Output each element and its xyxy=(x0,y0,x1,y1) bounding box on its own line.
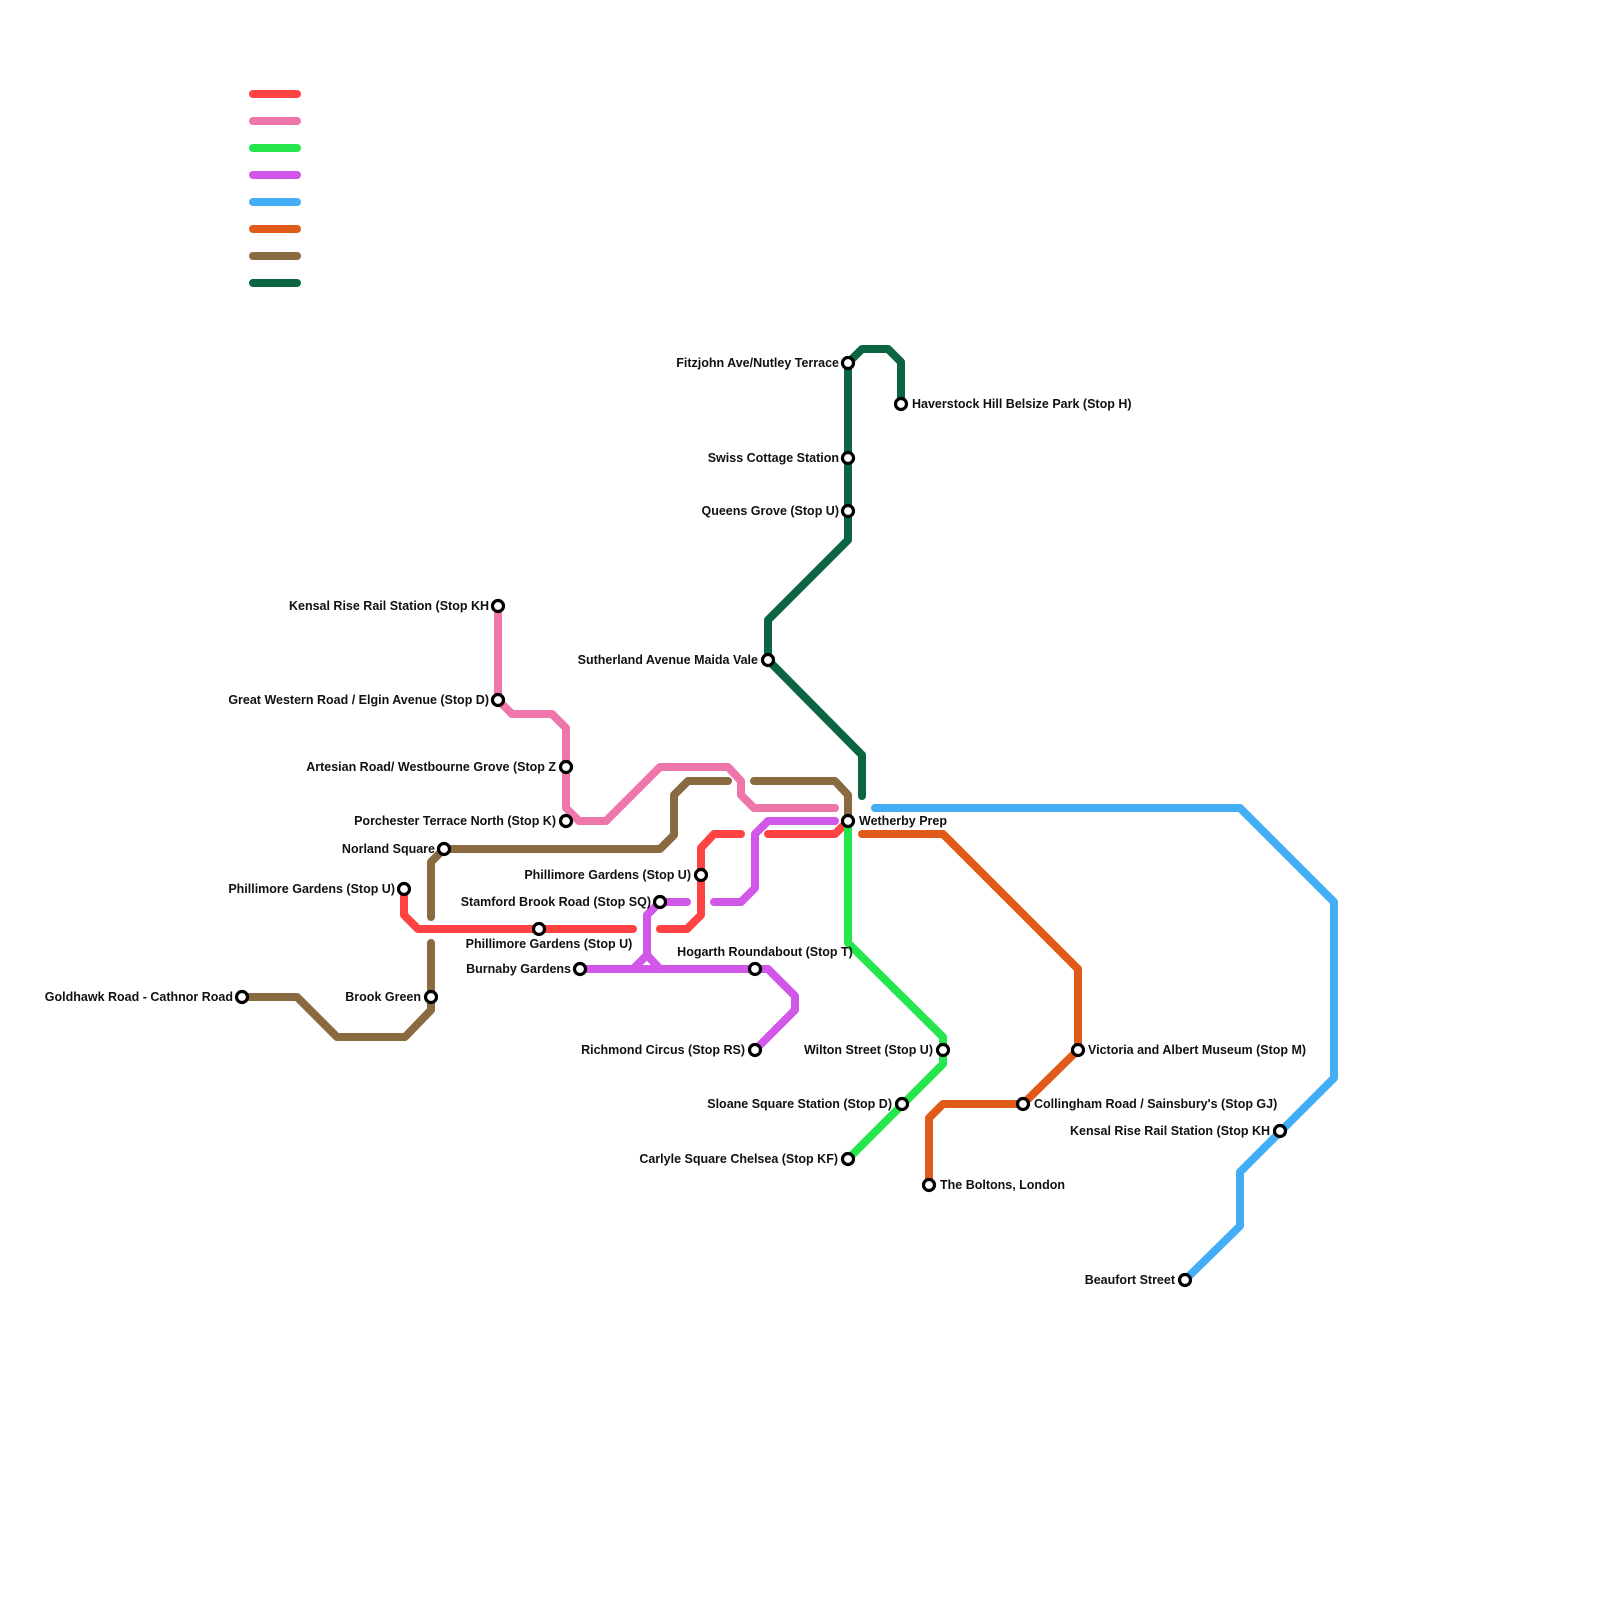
station-label-stamford: Stamford Brook Road (Stop SQ) xyxy=(461,895,651,909)
line-purple-spur xyxy=(629,898,691,973)
station-marker-boltons[interactable] xyxy=(921,1177,937,1193)
route-lines xyxy=(238,345,1338,1284)
station-label-swiss-cottage: Swiss Cottage Station xyxy=(708,451,839,465)
station-label-fitzjohn: Fitzjohn Ave/Nutley Terrace xyxy=(676,356,839,370)
station-label-kensal-rise-west: Kensal Rise Rail Station (Stop KH xyxy=(289,599,489,613)
station-label-boltons: The Boltons, London xyxy=(940,1178,1065,1192)
line-green xyxy=(844,817,947,1163)
line-red-west xyxy=(400,885,637,933)
station-label-kensal-rise-east: Kensal Rise Rail Station (Stop KH xyxy=(1070,1124,1270,1138)
station-label-sutherland: Sutherland Avenue Maida Vale xyxy=(578,653,758,667)
legend xyxy=(249,90,301,287)
station-label-haverstock: Haverstock Hill Belsize Park (Stop H) xyxy=(912,397,1132,411)
station-marker-carlyle[interactable] xyxy=(840,1151,856,1167)
station-label-wetherby: Wetherby Prep xyxy=(859,814,947,828)
station-marker-norland[interactable] xyxy=(436,841,452,857)
station-marker-haverstock[interactable] xyxy=(893,396,909,412)
station-label-goldhawk: Goldhawk Road - Cathnor Road xyxy=(45,990,233,1004)
line-orange xyxy=(858,830,1082,1189)
station-label-richmond: Richmond Circus (Stop RS) xyxy=(581,1043,745,1057)
station-marker-collingham[interactable] xyxy=(1015,1096,1031,1112)
station-label-burnaby: Burnaby Gardens xyxy=(466,962,571,976)
line-blue xyxy=(871,804,1338,1284)
station-marker-hogarth[interactable] xyxy=(747,961,763,977)
station-marker-artesian[interactable] xyxy=(558,759,574,775)
station-marker-brook-green[interactable] xyxy=(423,989,439,1005)
station-marker-stamford[interactable] xyxy=(652,894,668,910)
station-label-sloane: Sloane Square Station (Stop D) xyxy=(707,1097,892,1111)
station-label-wilton: Wilton Street (Stop U) xyxy=(804,1043,933,1057)
station-label-great-western: Great Western Road / Elgin Avenue (Stop … xyxy=(228,693,489,707)
station-marker-swiss-cottage[interactable] xyxy=(840,450,856,466)
station-label-porchester: Porchester Terrace North (Stop K) xyxy=(354,814,556,828)
station-label-phillimore-west: Phillimore Gardens (Stop U) xyxy=(228,882,395,896)
station-marker-victoria-albert[interactable] xyxy=(1070,1042,1086,1058)
station-marker-wilton[interactable] xyxy=(935,1042,951,1058)
line-darkgreen-route xyxy=(764,359,866,800)
station-label-phillimore-bottom: Phillimore Gardens (Stop U) xyxy=(466,937,633,951)
line-pink xyxy=(494,602,839,825)
line-purple-main xyxy=(576,965,799,1054)
station-marker-richmond[interactable] xyxy=(747,1042,763,1058)
station-label-phillimore-central: Phillimore Gardens (Stop U) xyxy=(524,868,691,882)
station-marker-porchester[interactable] xyxy=(558,813,574,829)
station-label-queens-grove: Queens Grove (Stop U) xyxy=(701,504,839,518)
station-marker-burnaby[interactable] xyxy=(572,961,588,977)
station-marker-sloane[interactable] xyxy=(894,1096,910,1112)
line-purple-cross xyxy=(643,951,664,973)
station-label-artesian: Artesian Road/ Westbourne Grove (Stop Z xyxy=(306,760,556,774)
station-marker-great-western[interactable] xyxy=(490,692,506,708)
line-brown-east xyxy=(750,777,852,826)
stations: Fitzjohn Ave/Nutley Terrace Haverstock H… xyxy=(45,355,1306,1288)
station-marker-phillimore-west[interactable] xyxy=(396,881,412,897)
station-marker-kensal-rise-east[interactable] xyxy=(1272,1123,1288,1139)
station-marker-queens-grove[interactable] xyxy=(840,503,856,519)
station-label-collingham: Collingham Road / Sainsbury's (Stop GJ) xyxy=(1034,1097,1277,1111)
station-label-carlyle: Carlyle Square Chelsea (Stop KF) xyxy=(639,1152,838,1166)
station-marker-goldhawk[interactable] xyxy=(234,989,250,1005)
station-label-norland: Norland Square xyxy=(342,842,435,856)
line-darkgreen-branch xyxy=(844,345,905,408)
station-label-hogarth: Hogarth Roundabout (Stop T) xyxy=(677,945,853,959)
station-marker-phillimore-central[interactable] xyxy=(693,867,709,883)
line-brown-mid xyxy=(427,777,732,921)
line-purple-north xyxy=(710,817,839,906)
station-marker-beaufort[interactable] xyxy=(1177,1272,1193,1288)
station-label-brook-green: Brook Green xyxy=(345,990,421,1004)
station-label-beaufort: Beaufort Street xyxy=(1085,1273,1176,1287)
station-marker-fitzjohn[interactable] xyxy=(840,355,856,371)
station-label-victoria-albert: Victoria and Albert Museum (Stop M) xyxy=(1088,1043,1306,1057)
station-marker-phillimore-bottom[interactable] xyxy=(531,921,547,937)
station-marker-sutherland[interactable] xyxy=(760,652,776,668)
station-marker-kensal-rise-west[interactable] xyxy=(490,598,506,614)
station-marker-wetherby[interactable] xyxy=(840,813,856,829)
